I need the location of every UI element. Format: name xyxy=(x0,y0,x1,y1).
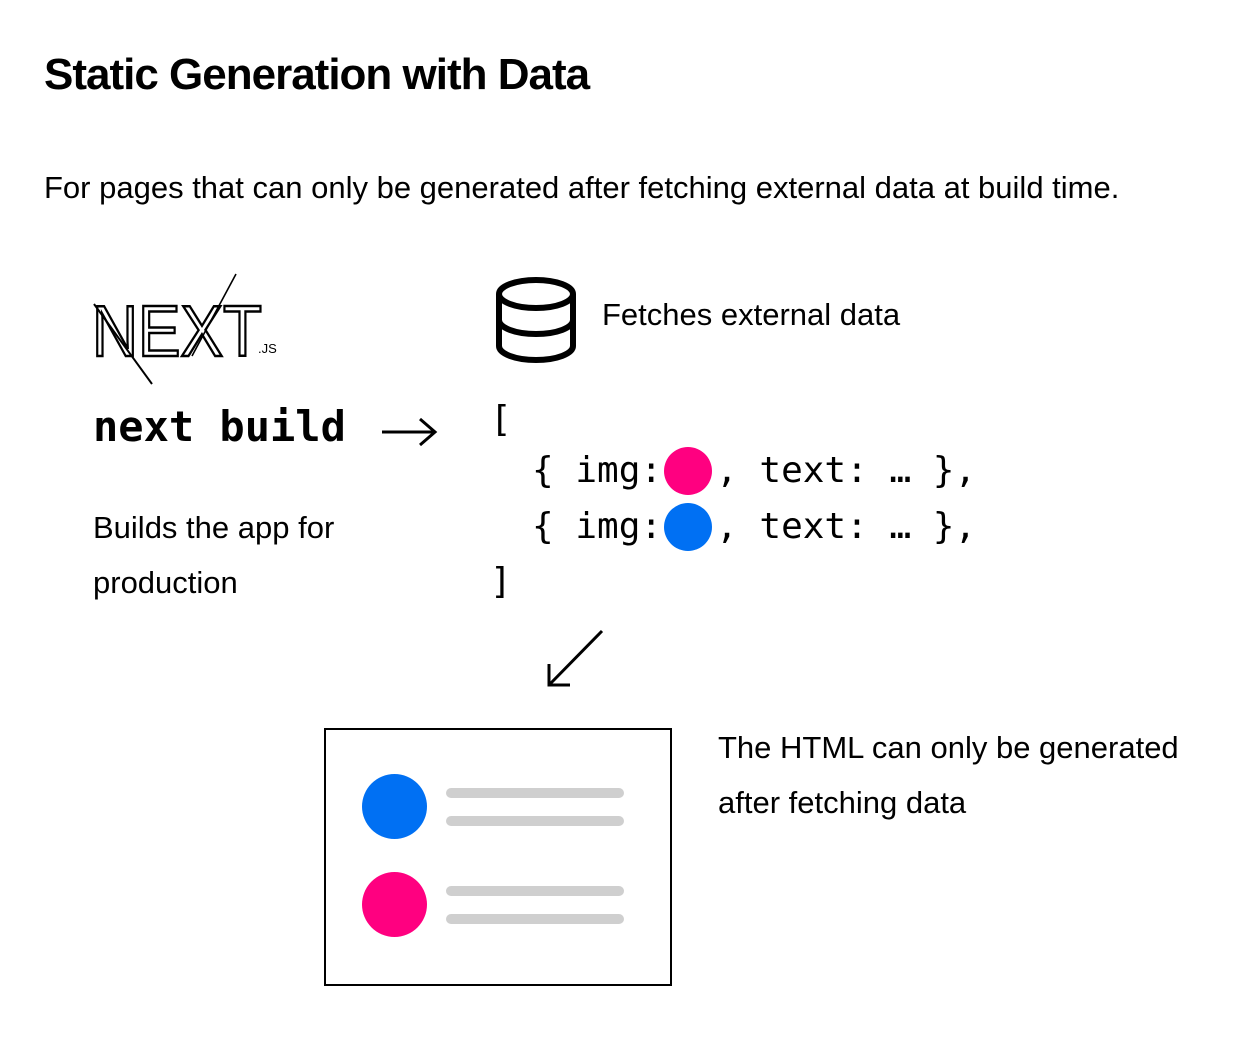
generated-html-page xyxy=(324,728,672,986)
list-item xyxy=(362,872,632,938)
code-open-bracket: [ xyxy=(490,399,512,440)
build-command: next build xyxy=(93,402,346,451)
page-title: Static Generation with Data xyxy=(44,50,590,99)
arrow-right-icon xyxy=(382,417,438,447)
text-placeholder-line xyxy=(446,816,624,826)
html-description: The HTML can only be generated after fet… xyxy=(718,730,1179,820)
image-dot-pink xyxy=(664,447,713,495)
text-placeholder-line xyxy=(446,886,624,896)
image-placeholder xyxy=(362,774,427,839)
list-item xyxy=(362,774,632,840)
code-row-suffix: , text: … }, xyxy=(716,450,977,491)
build-description: Builds the app for production xyxy=(93,510,335,600)
image-dot-blue xyxy=(664,503,713,551)
logo-wordmark: NEXT xyxy=(92,292,262,372)
logo-suffix: .JS xyxy=(258,341,277,356)
database-icon xyxy=(496,277,576,363)
code-row: { img: , text: … }, xyxy=(532,447,976,495)
text-placeholder-line xyxy=(446,788,624,798)
text-placeholder-line xyxy=(446,914,624,924)
arrow-down-left-icon xyxy=(547,629,604,687)
code-row: { img: , text: … }, xyxy=(532,503,976,551)
page-subtitle: For pages that can only be generated aft… xyxy=(44,170,1120,205)
code-row-prefix: { img: xyxy=(532,506,663,547)
code-close-bracket: ] xyxy=(490,561,512,602)
code-row-suffix: , text: … }, xyxy=(716,506,977,547)
logo-x-stroke xyxy=(191,273,237,357)
logo-slash xyxy=(93,303,153,385)
fetch-label: Fetches external data xyxy=(602,297,901,332)
image-placeholder xyxy=(362,872,427,937)
nextjs-logo: NEXT .JS xyxy=(91,273,277,385)
code-row-prefix: { img: xyxy=(532,450,663,491)
